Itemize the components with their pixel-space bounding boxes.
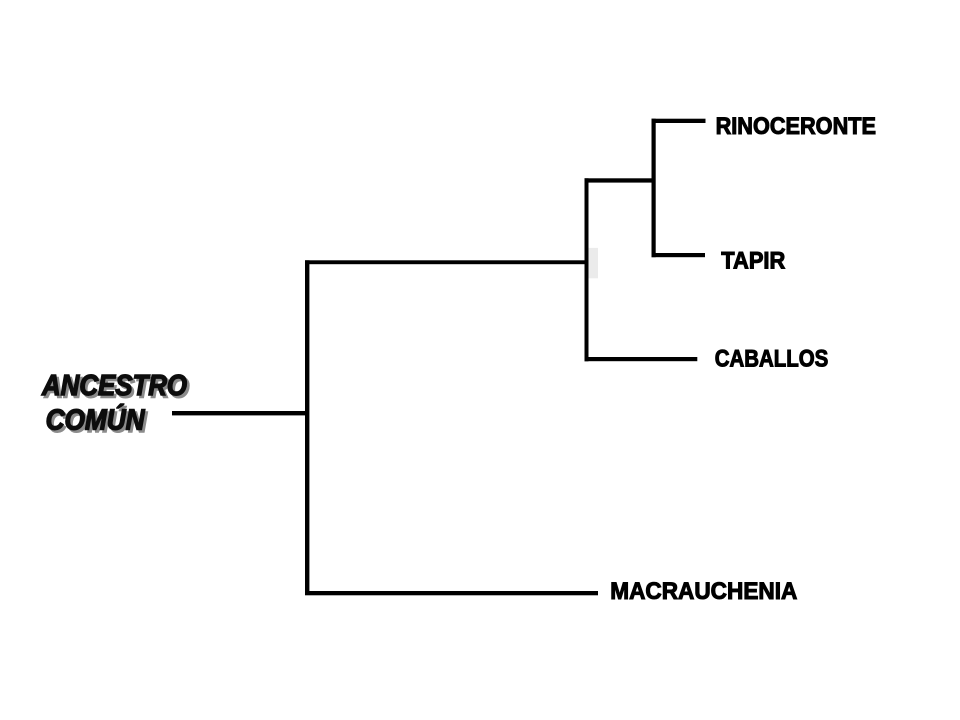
svg-text:ANCESTRO: ANCESTRO bbox=[41, 370, 187, 402]
svg-text:COMÚN: COMÚN bbox=[48, 407, 148, 439]
svg-text:COMÚN: COMÚN bbox=[46, 405, 146, 437]
svg-text:RINOCERONTE: RINOCERONTE bbox=[716, 113, 876, 140]
svg-text:ANCESTRO: ANCESTRO bbox=[44, 373, 190, 405]
svg-text:CABALLOS: CABALLOS bbox=[715, 346, 829, 373]
svg-text:MACRAUCHENIA: MACRAUCHENIA bbox=[610, 578, 797, 605]
svg-text:TAPIR: TAPIR bbox=[721, 248, 785, 275]
